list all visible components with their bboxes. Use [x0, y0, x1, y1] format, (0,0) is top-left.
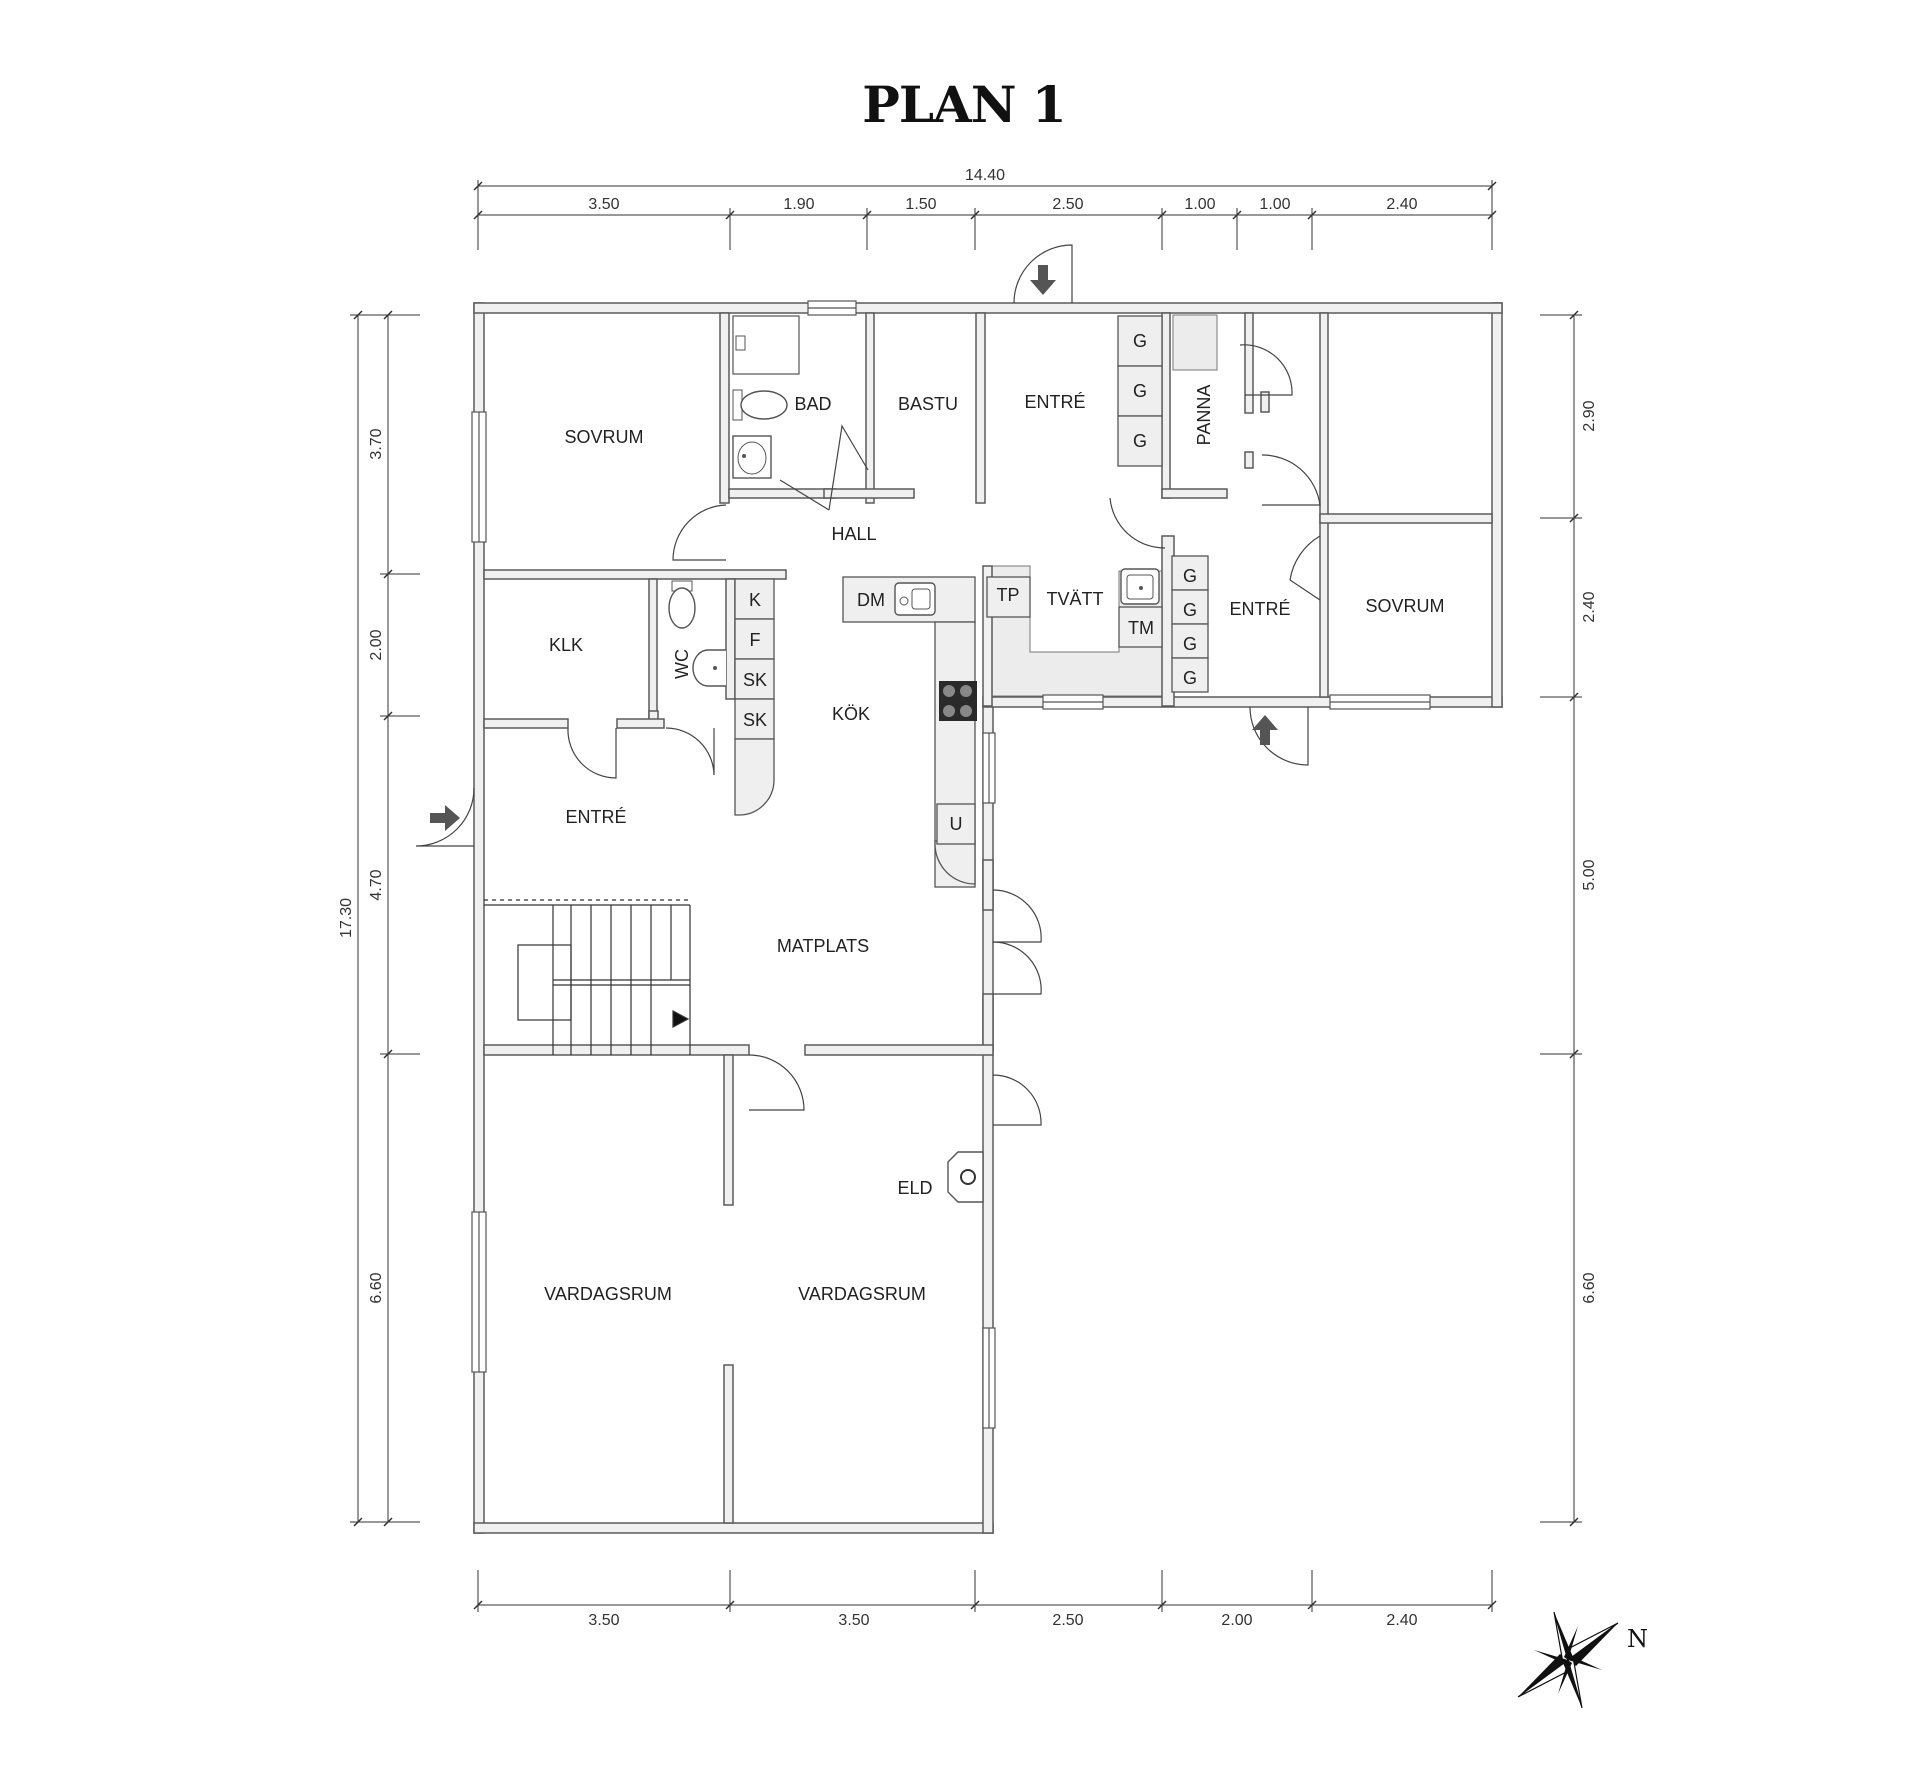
cabinet-f: F [750, 630, 761, 650]
wc-toilet-icon [668, 580, 696, 629]
room-sovrum-top-left: SOVRUM [564, 427, 643, 447]
cabinet-g-5: G [1183, 600, 1197, 620]
room-wc: WC [672, 649, 692, 679]
dim-right-1: 2.90 [1581, 400, 1598, 431]
dim-left-2: 2.00 [368, 629, 385, 660]
room-hall: HALL [831, 524, 876, 544]
dim-top-6: 1.00 [1259, 196, 1290, 213]
dim-bottom-3: 2.50 [1052, 1612, 1083, 1629]
dimension-lines [350, 180, 1582, 1612]
dim-right-2: 2.40 [1581, 591, 1598, 622]
room-eld: ELD [897, 1178, 932, 1198]
cabinet-g-1: G [1133, 331, 1147, 351]
cabinet-g-7: G [1183, 668, 1197, 688]
compass-north-label: N [1627, 1625, 1648, 1653]
dim-bottom-5: 2.40 [1386, 1612, 1417, 1629]
cabinets [734, 315, 1209, 888]
cabinet-u: U [950, 814, 963, 834]
cabinet-g-2: G [1133, 381, 1147, 401]
cabinet-sk-2: SK [743, 710, 767, 730]
plan-title: PLAN 1 [862, 75, 1065, 134]
dim-top-3: 1.50 [905, 196, 936, 213]
dim-bottom-4: 2.00 [1221, 1612, 1252, 1629]
dim-top-4: 2.50 [1052, 196, 1083, 213]
doors [415, 244, 1321, 1126]
dim-top-7: 2.40 [1386, 196, 1417, 213]
cabinet-g-4: G [1183, 566, 1197, 586]
stove-icon [939, 681, 977, 721]
staircase [484, 899, 691, 1055]
entry-arrows [430, 265, 1278, 831]
room-vardagsrum-left: VARDAGSRUM [544, 1284, 672, 1304]
shower-icon [732, 315, 800, 375]
dim-top-2: 1.90 [783, 196, 814, 213]
dim-bottom-2: 3.50 [838, 1612, 869, 1629]
room-entre-right: ENTRÉ [1229, 599, 1290, 619]
room-panna: PANNA [1194, 385, 1214, 446]
toilet-icon [732, 389, 788, 421]
dim-top-total: 14.40 [965, 167, 1005, 184]
dim-bottom-1: 3.50 [588, 1612, 619, 1629]
room-klk: KLK [549, 635, 583, 655]
dim-right-3: 5.00 [1581, 859, 1598, 890]
fireplace-icon [947, 1151, 984, 1203]
cabinet-g-3: G [1133, 431, 1147, 451]
dim-top-1: 3.50 [588, 196, 619, 213]
dim-right-4: 6.60 [1581, 1272, 1598, 1303]
laundry-sink-icon [1120, 568, 1160, 605]
cabinet-tp: TP [996, 585, 1019, 605]
cabinet-tm: TM [1128, 618, 1154, 638]
room-entre-left: ENTRÉ [565, 807, 626, 827]
cabinet-sk-1: SK [743, 670, 767, 690]
dim-left-3: 4.70 [368, 869, 385, 900]
dim-left-total: 17.30 [338, 898, 355, 938]
room-entre-top: ENTRÉ [1024, 392, 1085, 412]
cabinet-g-6: G [1183, 634, 1197, 654]
compass-icon [1517, 1611, 1619, 1709]
cabinet-k: K [749, 590, 761, 610]
walls [473, 302, 1503, 1534]
dim-top-5: 1.00 [1184, 196, 1215, 213]
room-bad: BAD [794, 394, 831, 414]
room-vardagsrum-right: VARDAGSRUM [798, 1284, 926, 1304]
kitchen-sink-icon [894, 582, 936, 616]
dim-left-4: 6.60 [368, 1272, 385, 1303]
room-kok: KÖK [832, 704, 870, 724]
windows [471, 300, 1431, 1429]
room-sovrum-right: SOVRUM [1365, 596, 1444, 616]
washbasin-icon [732, 435, 772, 479]
room-tvatt: TVÄTT [1047, 589, 1104, 609]
dim-left-1: 3.70 [368, 428, 385, 459]
room-matplats: MATPLATS [777, 936, 869, 956]
wc-washbasin-icon [692, 649, 726, 687]
cabinet-dm: DM [857, 590, 885, 610]
room-bastu: BASTU [898, 394, 958, 414]
